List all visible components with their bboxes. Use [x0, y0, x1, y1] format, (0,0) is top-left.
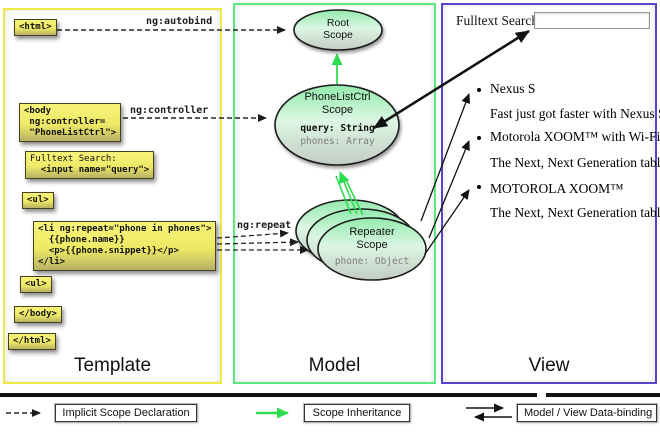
binding-arrow-item-2 — [428, 140, 470, 239]
code-box-html-close: </html> — [8, 333, 56, 350]
binding-arrow-query-input — [373, 29, 530, 130]
repeater-scope-label: Repeater Scope phone: Object — [316, 226, 428, 268]
view-item-1-title: Nexus S — [490, 81, 536, 96]
root-scope-ellipse — [293, 9, 383, 51]
inheritance-arrow-rep-2 — [339, 171, 358, 215]
fulltext-search-label: Fulltext Search: — [456, 13, 542, 28]
phonelistctrl-scope-label: PhoneListCtrl Scope query: String phones… — [275, 91, 400, 148]
repeater-scope-line2: Scope — [356, 239, 388, 251]
model-column-label: Model — [308, 355, 361, 376]
view-column-label: View — [528, 355, 570, 376]
code-box-body-close: </body> — [14, 306, 62, 323]
repeat-dashed-arrow-1 — [216, 229, 289, 239]
bullet-item-1 — [477, 88, 481, 92]
plc-scope-query-prop: query: String — [300, 123, 375, 134]
inheritance-arrow-rep-1 — [335, 175, 352, 215]
code-input-tag: <input name="query"> — [30, 165, 150, 175]
repeater-scope-phone-prop: phone: Object — [334, 256, 410, 267]
bullet-item-3 — [477, 185, 481, 189]
fulltext-search-input[interactable] — [534, 12, 650, 29]
code-box-html-open: <html> — [14, 19, 57, 36]
repeater-scope-ellipse-front — [317, 217, 427, 281]
root-scope-line2: Scope — [323, 29, 353, 41]
view-item-3-snippet: The Next, Next Generation tablet. — [490, 205, 660, 220]
code-box-li-repeat: <li ng:repeat="phone in phones"> {{phone… — [33, 221, 217, 271]
legend-implicit-scope-declaration: Implicit Scope Declaration — [55, 404, 197, 422]
view-item-1-snippet: Fast just got faster with Nexus S. — [490, 106, 660, 121]
code-fulltext-label: Fulltext Search: — [30, 154, 117, 164]
binding-arrow-item-3 — [424, 189, 470, 255]
code-box-ul-open: <ul> — [22, 192, 54, 209]
ng-autobind-label: ng:autobind — [146, 16, 213, 27]
view-item-2-snippet: The Next, Next Generation tablet. — [490, 155, 660, 170]
bullet-item-2 — [477, 136, 481, 140]
ng-controller-label: ng:controller — [130, 105, 209, 116]
root-scope-label: Root Scope — [294, 17, 382, 41]
plc-scope-phones-prop: phones: Array — [300, 136, 375, 147]
plc-scope-line1: PhoneListCtrl — [304, 91, 371, 103]
plc-scope-line2: Scope — [321, 104, 354, 116]
repeat-dashed-arrow-2 — [216, 238, 299, 247]
code-box-ul-close: <ul> — [20, 276, 52, 293]
code-box-body-open: <body ng:controller= "PhoneListCtrl"> — [19, 103, 122, 142]
root-scope-line1: Root — [326, 17, 350, 29]
legend-separator-left — [0, 393, 537, 397]
legend-scope-inheritance: Scope Inheritance — [304, 404, 410, 422]
code-box-fulltext-input: Fulltext Search: <input name="query"> — [25, 151, 155, 179]
inheritance-arrow-rep-3 — [344, 177, 364, 216]
template-column-label: Template — [73, 355, 152, 376]
legend-model-view-databinding: Model / View Data-binding — [517, 404, 657, 422]
ng-repeat-label: ng:repeat — [237, 220, 292, 231]
view-item-2-title: Motorola XOOM™ with Wi-Fi — [490, 129, 660, 144]
view-item-3-title: MOTOROLA XOOM™ — [490, 181, 624, 196]
repeater-scope-line1: Repeater — [349, 226, 395, 238]
legend-separator-right — [546, 393, 660, 397]
